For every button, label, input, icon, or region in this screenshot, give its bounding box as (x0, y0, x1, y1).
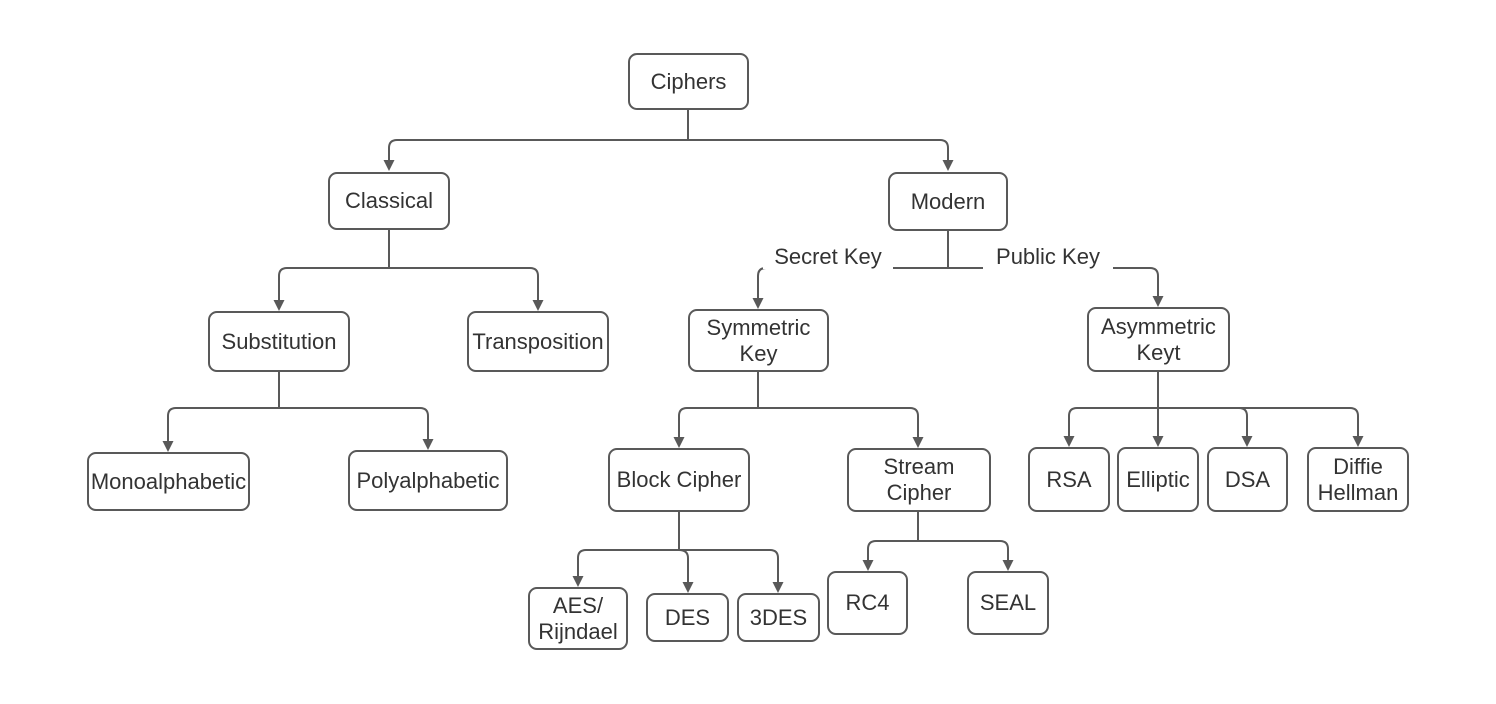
edge-label-public-key: Public Key (983, 245, 1113, 269)
edges-from-classical (273, 230, 544, 311)
node-classical: Classical (328, 172, 450, 230)
node-des: DES (646, 593, 729, 642)
node-block-cipher: Block Cipher (608, 448, 750, 512)
edge-label-secret-key: Secret Key (763, 245, 893, 269)
edges-from-stream-cipher (862, 512, 1014, 571)
node-asymmetric-keyt: Asymmetric Keyt (1087, 307, 1230, 372)
edges-from-block-cipher (572, 512, 784, 593)
node-modern: Modern (888, 172, 1008, 231)
node-ciphers: Ciphers (628, 53, 749, 110)
node-polyalphabetic: Polyalphabetic (348, 450, 508, 511)
node-substitution: Substitution (208, 311, 350, 372)
node-dsa: DSA (1207, 447, 1288, 512)
node-transposition: Transposition (467, 311, 609, 372)
edges-from-symmetric-key (673, 372, 924, 448)
node-rsa: RSA (1028, 447, 1110, 512)
edges-from-asymmetric-keyt (1063, 372, 1364, 447)
node-seal: SEAL (967, 571, 1049, 635)
node-symmetric-key: Symmetric Key (688, 309, 829, 372)
edges-from-ciphers (383, 110, 954, 171)
node-elliptic: Elliptic (1117, 447, 1199, 512)
edges-from-substitution (162, 372, 434, 452)
node-diffie-hellman: Diffie Hellman (1307, 447, 1409, 512)
node-3des: 3DES (737, 593, 820, 642)
node-stream-cipher: Stream Cipher (847, 448, 991, 512)
node-rc4: RC4 (827, 571, 908, 635)
edges-from-modern (752, 231, 1164, 309)
node-aes-rijndael: AES/ Rijndael (528, 587, 628, 650)
node-monoalphabetic: Monoalphabetic (87, 452, 250, 511)
